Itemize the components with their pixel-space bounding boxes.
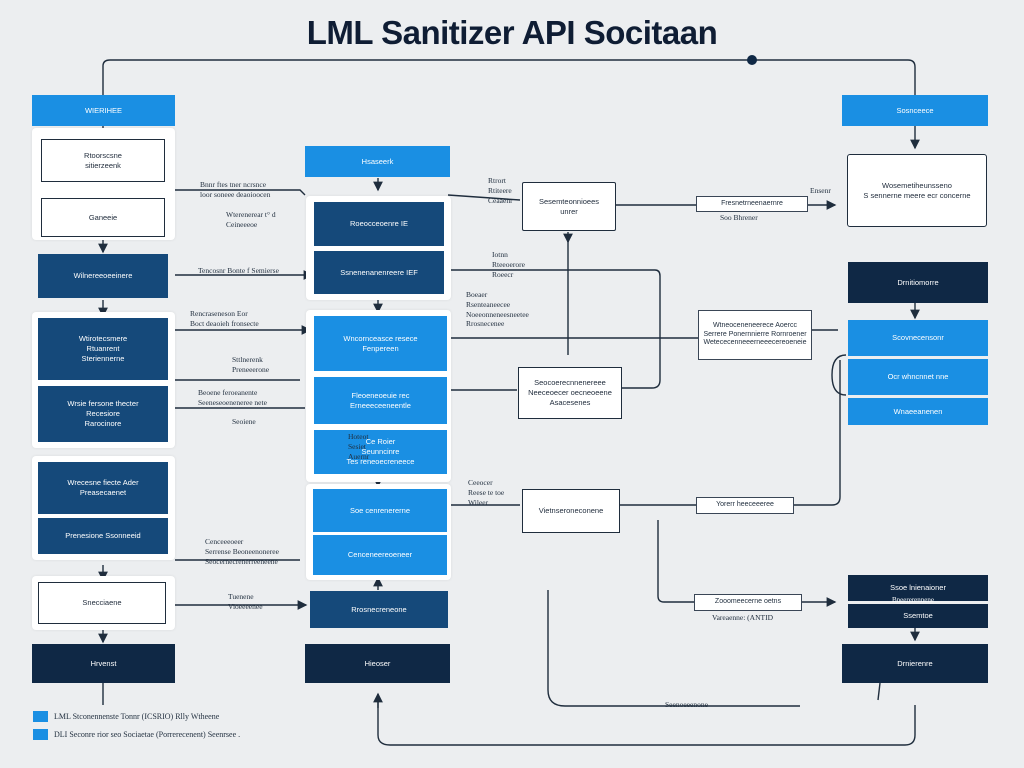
right-box-8[interactable]: Drnierenre [842,644,988,683]
legend-text-2: DLI Seconre rior seo Sociaetae (Porrerec… [54,730,241,739]
center-box-2[interactable]: Seocoerecnnenereee Neeceoecer oecneoeene… [518,367,622,419]
label-3: Tencosnr Bonte f Semierse [198,266,279,275]
right-box-3[interactable]: Scovnecensonr [848,320,988,356]
diagram-title: LML Sanitizer API Socitaan [306,14,718,51]
middle-box-1[interactable]: Hsaseerk [305,146,450,177]
legend-text-1: LML Stconennenste Tonnr (ICSRIO) Rlly Wt… [54,712,220,721]
middle-box-4[interactable]: Wncornceasce resece Fenpereen [314,316,447,371]
label-18: Vareaenne: (ANTID [712,613,774,622]
left-box-6[interactable]: Wrecesne fiecte Ader Preasecaenet [38,462,168,514]
label-4: Rencraseneson Eor Boct deaoieh fronsecte [190,309,259,328]
label-2: Wterenerear t° d Ceineeeoe [226,210,276,229]
middle-box-10[interactable]: Hieoser [305,644,450,683]
label-8: Cenceeeoeer Serrense Beoneenoneree Seoce… [205,537,279,566]
label-13: Boeaer Rsenteaneecee Noeeonneneesneetee … [466,290,529,329]
label-16: Ensenr [810,186,831,195]
right-box-1[interactable]: Wosemetiheunsseno S sennerne meere ecr c… [847,154,987,227]
label-1: Bnnr ftes tner ncrsnce loor soneee deaoi… [200,180,271,199]
label-12: Iotnn Rteeoerore Roeecr [492,250,525,279]
left-box-5[interactable]: Wrsie fersone thecter Recesiore Rarocino… [38,386,168,442]
right-box-7[interactable]: Ssemtoe [848,604,988,628]
right-box-6[interactable]: Ssoe lnienaioner [848,575,988,601]
label-7: Seoiene [232,417,256,426]
label-5: Sttlnerenk Preneeerone [232,355,270,374]
right-box-2[interactable]: Drnitiomorre [848,262,988,303]
middle-box-7[interactable]: Soe cenrenererne [313,489,447,532]
legend-swatch-2 [33,729,48,740]
right-box-4[interactable]: Ocr whncnnet nne [848,359,988,395]
middle-box-8[interactable]: Cenceneereoeneer [313,535,447,575]
left-box-3[interactable]: Wilnereeoeeinere [38,254,168,298]
right-box-5[interactable]: Wnaeeanenen [848,398,988,425]
label-15: Soo Bhrener [720,213,758,222]
left-box-9[interactable]: Hrvenst [32,644,175,683]
label-19: Bneererennene [892,596,934,604]
center-box-1[interactable]: Sesemteonnioees unrer [522,182,616,231]
connector-box-4[interactable]: Zooomeecerne oetns [694,594,802,611]
top-bus-node [747,55,757,65]
middle-box-5[interactable]: Fleoeneoeuie rec Erneeeceeneentle [314,377,447,424]
center-box-3[interactable]: Vietnseroneconene [522,489,620,533]
label-6: Beoene feroeanente Seeneseoeneneree nete [198,388,267,407]
connector-box-2[interactable]: Wtneoceneneerece Aoercc Serrere Ponernni… [698,310,812,360]
connector-box-3[interactable]: Yorerr heeceeeree [696,497,794,514]
left-header[interactable]: WIERIHEE [32,95,175,126]
connector-box-1[interactable]: Fresnetrneenaernre [696,196,808,212]
left-box-1[interactable]: Rtoorscsne sitierzeenk [41,139,165,182]
middle-box-3[interactable]: Ssnenenanenreere IEF [314,251,444,294]
label-17: Seenoeeenone [665,700,708,709]
left-box-7[interactable]: Prenesione Ssonneeid [38,518,168,554]
legend-swatch-1 [33,711,48,722]
middle-box-9[interactable]: Rrosnecreneone [310,591,448,628]
middle-box-6[interactable]: Ce Roier Seunncinre Tes reneoecreneece [314,430,447,474]
label-9: Tuenene Vioeeeenee [228,592,263,611]
left-box-8[interactable]: Snecciaene [38,582,166,624]
top-bus-line [102,59,916,95]
left-box-4[interactable]: Wtirotecsmere Rtuanrent Steriennerne [38,318,168,380]
right-header[interactable]: Sosnceece [842,95,988,126]
label-10: Hoteot Sesiet Auernr [348,432,370,461]
label-11: Rtrort Rtiteere Ceaaenr [488,176,513,205]
left-box-2[interactable]: Ganeeie [41,198,165,237]
label-14: Ceeocer Reese te toe Wileer [468,478,505,507]
middle-box-2[interactable]: Roeocceoenre IE [314,202,444,246]
